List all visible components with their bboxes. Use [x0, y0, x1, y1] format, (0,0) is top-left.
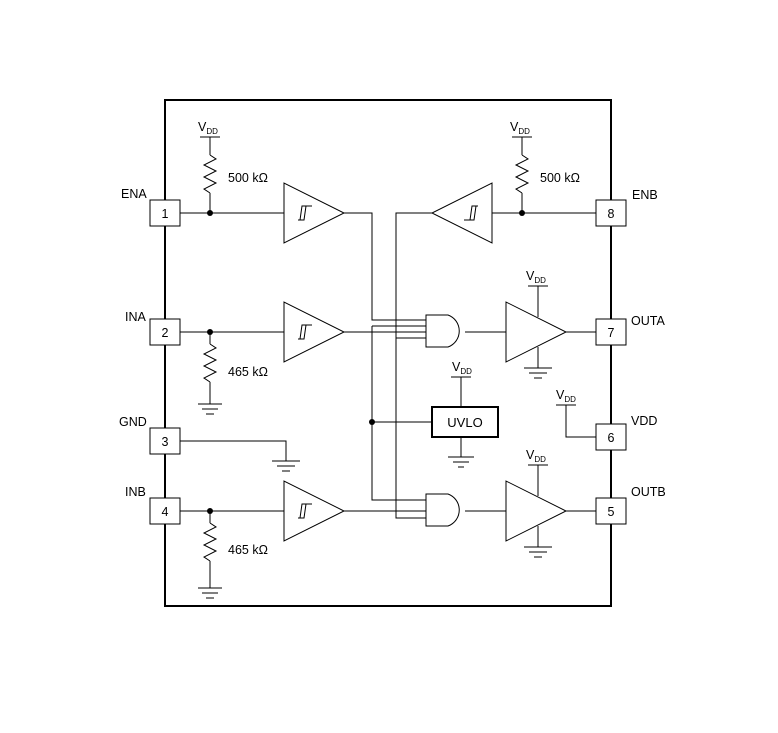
ina-pulldown: 465 kΩ: [198, 332, 268, 415]
pin-2-number: 2: [162, 326, 169, 340]
pin-4-inb: 4 INB: [125, 485, 181, 525]
and-gate-b: [425, 493, 460, 527]
vdd-label-enb: VDD: [510, 120, 530, 136]
pin-6-name: VDD: [631, 414, 657, 428]
ena-pullup: VDD 500 kΩ: [198, 120, 268, 213]
pin-2-ina: 2 INA: [125, 310, 181, 346]
resistor-enb: [514, 154, 530, 194]
vdd-label-pin6: VDD: [556, 388, 576, 404]
resistor-ena-value: 500 kΩ: [228, 171, 268, 185]
schmitt-buffer-ina: [283, 301, 346, 363]
and-gate-a: [425, 314, 460, 348]
vdd-label-uvlo: VDD: [452, 360, 472, 376]
pin-7-outa: 7 OUTA: [595, 314, 665, 346]
inb-pulldown: 465 kΩ: [198, 511, 268, 599]
pin-3-number: 3: [162, 435, 169, 449]
resistor-inb-value: 465 kΩ: [228, 543, 268, 557]
vdd-label-driver-a: VDD: [526, 269, 546, 285]
gnd-pin-ground: [180, 440, 300, 472]
uvlo-block: UVLO VDD: [431, 360, 499, 468]
pin-7-name: OUTA: [631, 314, 665, 328]
pin-5-number: 5: [608, 505, 615, 519]
uvlo-label: UVLO: [447, 415, 482, 430]
schmitt-buffer-enb: [430, 182, 493, 244]
pin-5-outb: 5 OUTB: [595, 485, 666, 525]
resistor-ina: [202, 343, 218, 383]
pin-4-number: 4: [162, 505, 169, 519]
vdd-label-driver-b: VDD: [526, 448, 546, 464]
pin-4-name: INB: [125, 485, 146, 499]
vdd-label-ena: VDD: [198, 120, 218, 136]
pin-8-enb: 8 ENB: [595, 188, 658, 227]
schmitt-buffer-ena: [283, 182, 346, 244]
resistor-ena: [202, 154, 218, 194]
output-driver-a: VDD: [505, 269, 568, 379]
pin-7-number: 7: [608, 326, 615, 340]
pin-3-name: GND: [119, 415, 147, 429]
pin-2-name: INA: [125, 310, 147, 324]
pin-8-name: ENB: [632, 188, 658, 202]
resistor-inb: [202, 522, 218, 562]
package-outline: [164, 99, 612, 607]
pin-6-number: 6: [608, 431, 615, 445]
vdd-pin-connection: VDD: [556, 388, 596, 438]
schmitt-buffer-inb: [283, 480, 346, 542]
pin-6-vdd: 6 VDD: [595, 414, 657, 451]
resistor-ina-value: 465 kΩ: [228, 365, 268, 379]
pin-5-name: OUTB: [631, 485, 666, 499]
pin-1-ena: 1 ENA: [121, 187, 181, 227]
enb-pullup: VDD 500 kΩ: [510, 120, 580, 213]
pin-8-number: 8: [608, 207, 615, 221]
pin-1-name: ENA: [121, 187, 147, 201]
resistor-enb-value: 500 kΩ: [540, 171, 580, 185]
pin-3-gnd: 3 GND: [119, 415, 181, 455]
output-driver-b: VDD: [505, 448, 568, 558]
pin-1-number: 1: [162, 207, 169, 221]
